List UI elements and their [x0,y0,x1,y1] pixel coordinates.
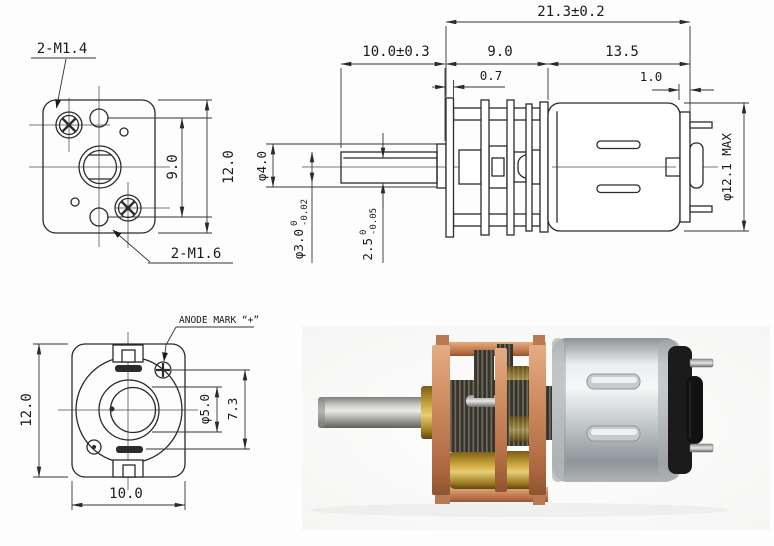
label-m14: 2-M1.4 [31,41,96,109]
dim-text-hole-spacing: 9.0 [165,154,181,179]
dim-motor-length: 13.5 [547,44,691,67]
side-view: 21.3±0.2 10.0±0.3 9.0 13.5 0.7 [254,4,749,263]
dim-text-cap-thickness: 1.0 [640,69,663,84]
dim-text-plate-thickness: 0.7 [480,68,503,83]
dim-text-gearbox-length: 9.0 [487,44,512,60]
dim-motor-dia: φ12.1 MAX [684,102,749,232]
photo-rear-plate [529,345,546,495]
photo-gearbox [432,335,556,505]
rear-view: 12.0 10.0 φ5.0 7.3 ANODE MARK “+” [19,315,259,510]
screw-m16 [114,194,142,222]
dim-text-shaft-dia-tol-upper: 0 [290,221,300,226]
dim-boss-dia: φ4.0 [254,143,437,188]
product-photo [302,326,770,530]
dim-text-total-length: 21.3±0.2 [537,4,604,20]
dim-text-shaft-dia-tol-lower: -0.02 [300,199,310,226]
dim-shaft-dia: φ3.0 0 -0.02 [290,151,315,263]
dim-front-height: 12.0 [158,99,237,234]
dim-shaft-flat: 2.5 0 -0.05 [359,133,386,263]
dim-total-length: 21.3±0.2 [445,4,691,112]
dim-text-shaft-flat: 2.5 [360,238,375,261]
label-m16-text: 2-M1.6 [171,246,222,262]
rear-view-body [71,343,186,478]
photo-vent-slot-bottom [586,425,641,442]
label-m16: 2-M1.6 [112,229,233,264]
dim-shaft-length: 10.0±0.3 [340,44,446,148]
side-view-motor [547,102,681,232]
side-view-end-cap [679,111,713,223]
photo-terminal-pin-top [689,358,714,368]
dim-text-shaft-dia: φ3.0 [291,229,306,259]
dim-hole-spacing: 9.0 [107,117,212,218]
label-anode-mark-text: ANODE MARK “+” [179,315,259,326]
photo-front-plate [432,345,450,495]
dim-text-rear-height: 12.0 [19,393,35,427]
dim-plate-thickness: 0.7 [432,68,505,97]
dim-text-motor-length: 13.5 [605,44,639,60]
dim-text-shaft-flat-tol-upper: 0 [359,230,369,235]
dim-rear-mark-offset: 7.3 [146,369,250,450]
dim-text-rear-boss-dia: φ5.0 [197,394,212,424]
dim-rear-width: 10.0 [71,481,186,510]
photo-vent-slot-top [586,373,641,390]
dim-gearbox-length: 9.0 [445,44,549,100]
photo-middle-plate [495,348,507,492]
photo-motor-can [552,338,680,482]
photo-shadow [310,503,730,517]
side-view-shaft [340,143,447,189]
dim-text-boss-dia: φ4.0 [254,151,269,181]
front-view-centerlines [29,86,170,248]
photo-end-cap [668,346,703,474]
dim-cap-thickness: 1.0 [640,69,714,100]
label-m14-text: 2-M1.4 [37,41,88,57]
front-view: 9.0 12.0 2-M1.4 2-M1.6 [29,41,237,264]
dim-rear-height: 12.0 [19,343,68,478]
dim-text-rear-mark-offset: 7.3 [225,398,240,421]
dim-rear-boss-dia: φ5.0 [152,386,222,433]
dim-text-rear-width: 10.0 [109,486,143,502]
screw-m14 [55,111,83,139]
dim-text-shaft-length: 10.0±0.3 [362,44,429,60]
dim-text-motor-dia: φ12.1 MAX [719,133,734,201]
side-view-gearbox [445,97,549,238]
dim-text-shaft-flat-tol-lower: -0.05 [369,208,379,235]
label-anode-mark: ANODE MARK “+” [162,315,259,362]
dim-text-front-height: 12.0 [221,150,237,184]
anode-mark [154,361,172,379]
photo-terminal-pin-bottom [689,443,714,453]
